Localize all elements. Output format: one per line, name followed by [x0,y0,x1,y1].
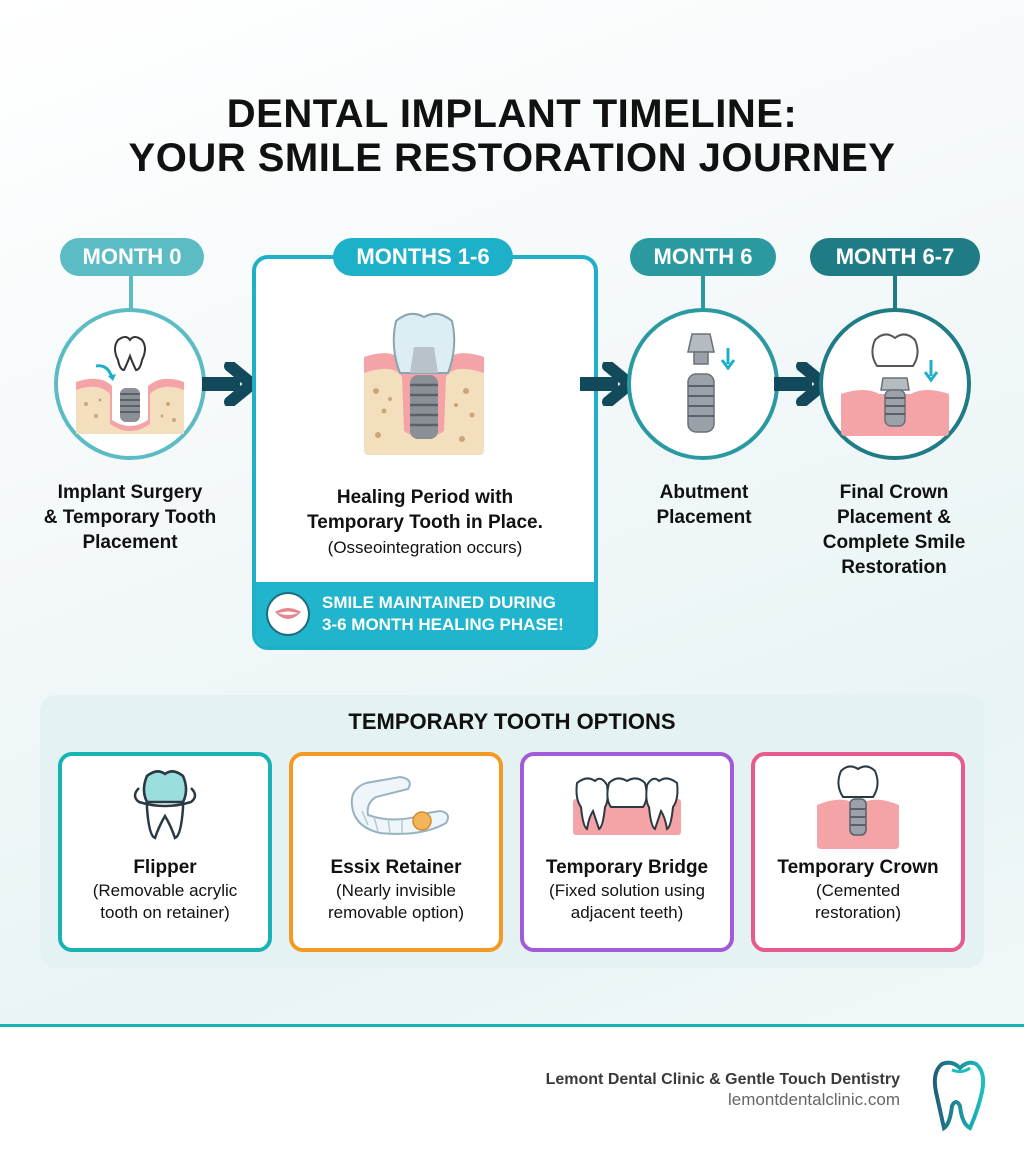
step-label-month-0: Implant Surgery & Temporary Tooth Placem… [43,482,217,553]
abutment-implant-icon [687,333,736,433]
period-badge-month-6: MONTH 6 [630,238,776,276]
title-line-1: DENTAL IMPLANT TIMELINE: [226,92,798,136]
step-circle-month-6 [627,308,779,460]
smile-lips-icon [266,592,310,636]
option-card-temporary-bridge: Temporary Bridge (Fixed solution using a… [520,752,734,952]
smile-maintained-banner: SMILE MAINTAINED DURING 3-6 MONTH HEALIN… [256,582,594,646]
implant-in-bone-with-tooth-icon [76,336,184,434]
temporary-options-panel: TEMPORARY TOOTH OPTIONS Flipper (Removab… [40,695,984,968]
arrow-right-icon [202,362,258,406]
crown-on-implant-icon [841,333,949,436]
connector-stem [701,276,705,310]
clinic-name: Lemont Dental Clinic & Gentle Touch Dent… [545,1071,900,1088]
step-circle-month-0 [54,308,206,460]
option-card-flipper: Flipper (Removable acrylic tooth on reta… [58,752,272,952]
connector-stem [893,276,897,310]
period-badge-month-6-7: MONTH 6-7 [810,238,980,276]
connector-stem [129,276,133,310]
options-title: TEMPORARY TOOTH OPTIONS [348,709,676,734]
footer-divider [0,1024,1024,1027]
step-label-month-6-7: Final Crown Placement & Complete Smile R… [822,482,966,578]
step-circle-month-6-7 [819,308,971,460]
period-badge-month-0: MONTH 0 [60,238,204,276]
clinic-website-link[interactable]: lemontdentalclinic.com [728,1090,900,1109]
step-label-month-6: Abutment Placement [656,482,752,528]
flipper-tooth-icon [133,770,197,840]
essix-retainer-icon [350,775,449,835]
option-card-temporary-crown: Temporary Crown (Cemented restoration) [751,752,965,952]
step-label-months-1-6: Healing Period with Temporary Tooth in P… [307,487,543,557]
title-line-2: YOUR SMILE RESTORATION JOURNEY [128,136,896,180]
temporary-crown-icon [817,765,899,849]
option-card-essix-retainer: Essix Retainer (Nearly invisible removab… [289,752,503,952]
page-title: DENTAL IMPLANT TIMELINE: YOUR SMILE REST… [0,92,1024,180]
bridge-teeth-icon [573,777,681,835]
tooth-logo-icon [932,1060,986,1132]
healed-implant-crown-icon [364,312,484,455]
healing-period-panel: Healing Period with Temporary Tooth in P… [252,255,598,650]
footer [0,1027,1024,1154]
period-badge-months-1-6: MONTHS 1-6 [333,238,513,276]
